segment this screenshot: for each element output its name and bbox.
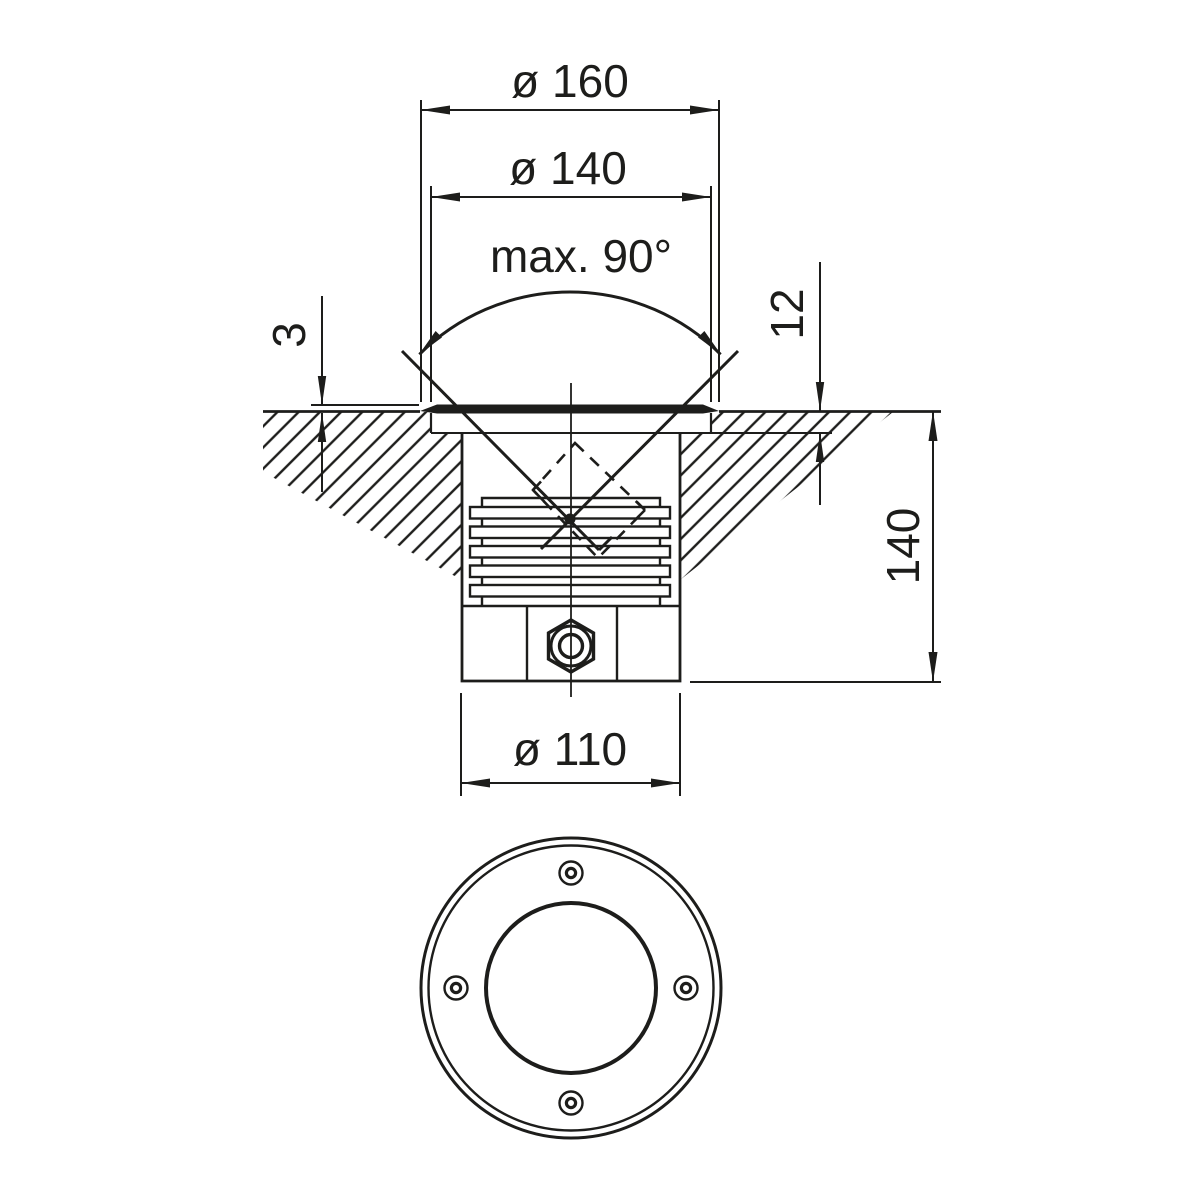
screw-head xyxy=(558,1090,584,1116)
glass-opening-circle xyxy=(484,901,658,1075)
beam-line-left-tick xyxy=(597,535,614,552)
swivel-arc xyxy=(418,290,722,356)
housing-diameter-label: ø 110 xyxy=(513,723,627,775)
ground-hatch-right xyxy=(680,412,893,580)
arrowhead xyxy=(651,778,680,788)
arrowhead xyxy=(431,192,460,202)
plan-view xyxy=(419,836,723,1140)
screw-center xyxy=(449,981,463,995)
arrowhead xyxy=(317,376,327,405)
flange-outer-circle xyxy=(419,836,723,1140)
cover-and-ground xyxy=(263,404,941,433)
arrowhead xyxy=(461,778,490,788)
flange-inner-ring xyxy=(427,844,715,1132)
dimension-installation-depth: 140 xyxy=(690,411,941,683)
pivot-point xyxy=(564,513,576,525)
arrowhead xyxy=(421,105,450,115)
ground-hatching xyxy=(263,412,893,580)
installation-depth-label: 140 xyxy=(877,508,929,585)
screw-left xyxy=(443,975,469,1001)
tilted-lamp-corner-marks xyxy=(532,480,646,520)
cover-flange-plate xyxy=(420,404,719,414)
dimension-glass-diameter: ø 140 xyxy=(430,142,712,402)
arrowhead xyxy=(815,382,825,411)
swivel-range-label: max. 90° xyxy=(490,230,672,282)
flange-height-label: 3 xyxy=(263,322,315,348)
fin xyxy=(468,525,672,540)
dimension-flange-diameter: ø 160 xyxy=(420,55,720,402)
tilted-lamp-outline xyxy=(531,441,647,560)
ground-hatch-left xyxy=(263,412,462,580)
cooling-fins xyxy=(468,505,672,598)
arrowhead xyxy=(682,192,711,202)
screw-top xyxy=(558,860,584,886)
flange-diameter-label: ø 160 xyxy=(511,55,629,107)
arrowhead xyxy=(690,105,719,115)
screw-bottom xyxy=(558,1090,584,1116)
screw-right xyxy=(673,975,699,1001)
fin xyxy=(468,583,672,598)
glass-diameter-label: ø 140 xyxy=(509,142,627,194)
screw-center xyxy=(564,866,578,880)
screw-head xyxy=(558,860,584,886)
arrowhead xyxy=(928,411,938,441)
screw-head xyxy=(673,975,699,1001)
screw-center xyxy=(564,1096,578,1110)
fin xyxy=(468,544,672,559)
screw-head xyxy=(443,975,469,1001)
dimension-flange-height: 3 xyxy=(263,296,419,492)
dimension-housing-diameter: ø 110 xyxy=(460,693,681,796)
recess-depth-label: 12 xyxy=(761,288,813,339)
fin xyxy=(468,564,672,579)
swivel-angle-indication: max. 90° xyxy=(400,230,740,560)
screw-center xyxy=(679,981,693,995)
dimension-recess-depth: 12 xyxy=(761,262,825,505)
arrowhead xyxy=(928,652,938,682)
swivel-arc-arrow-right xyxy=(698,331,721,355)
